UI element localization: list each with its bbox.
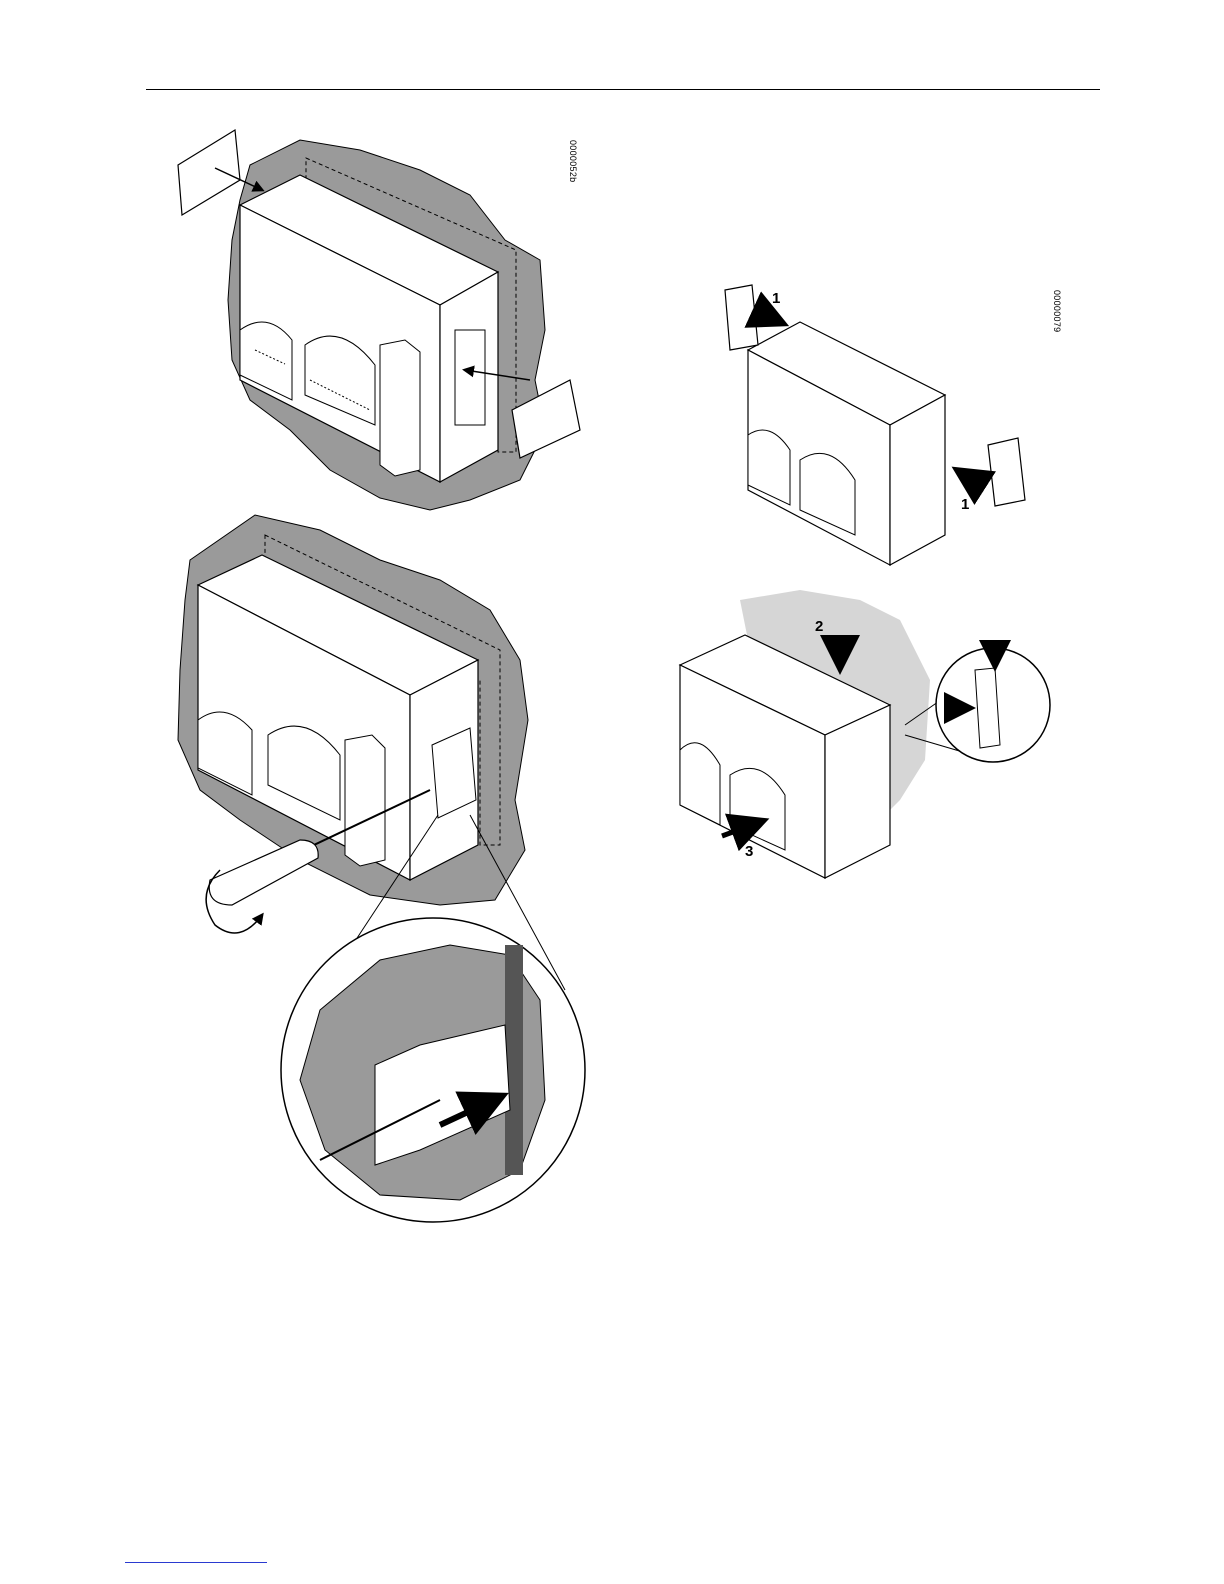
din-clip-right bbox=[988, 438, 1025, 506]
figure-panel-mount-step2 bbox=[178, 515, 585, 1222]
figure-code-top-right: 00000079 bbox=[1052, 290, 1062, 332]
figure-din-clip-step1 bbox=[725, 285, 1025, 565]
step-label-2: 2 bbox=[815, 618, 823, 635]
device-body-side-3 bbox=[890, 395, 945, 565]
step-label-3: 3 bbox=[745, 843, 753, 860]
mounting-bracket-left bbox=[178, 130, 240, 215]
figure-din-clip-step2 bbox=[680, 590, 1050, 878]
figure-code-top-left: 0000052b bbox=[568, 140, 578, 182]
footer-link-rule bbox=[125, 1562, 267, 1563]
device-body-side-4 bbox=[825, 705, 890, 878]
step-label-1-left: 1 bbox=[772, 290, 780, 307]
figure-panel-mount-step1 bbox=[178, 130, 580, 510]
din-clip-left bbox=[725, 285, 758, 350]
device-display-panel bbox=[380, 340, 420, 476]
step-label-1-right: 1 bbox=[961, 496, 969, 513]
screwdriver-handle bbox=[209, 840, 318, 905]
